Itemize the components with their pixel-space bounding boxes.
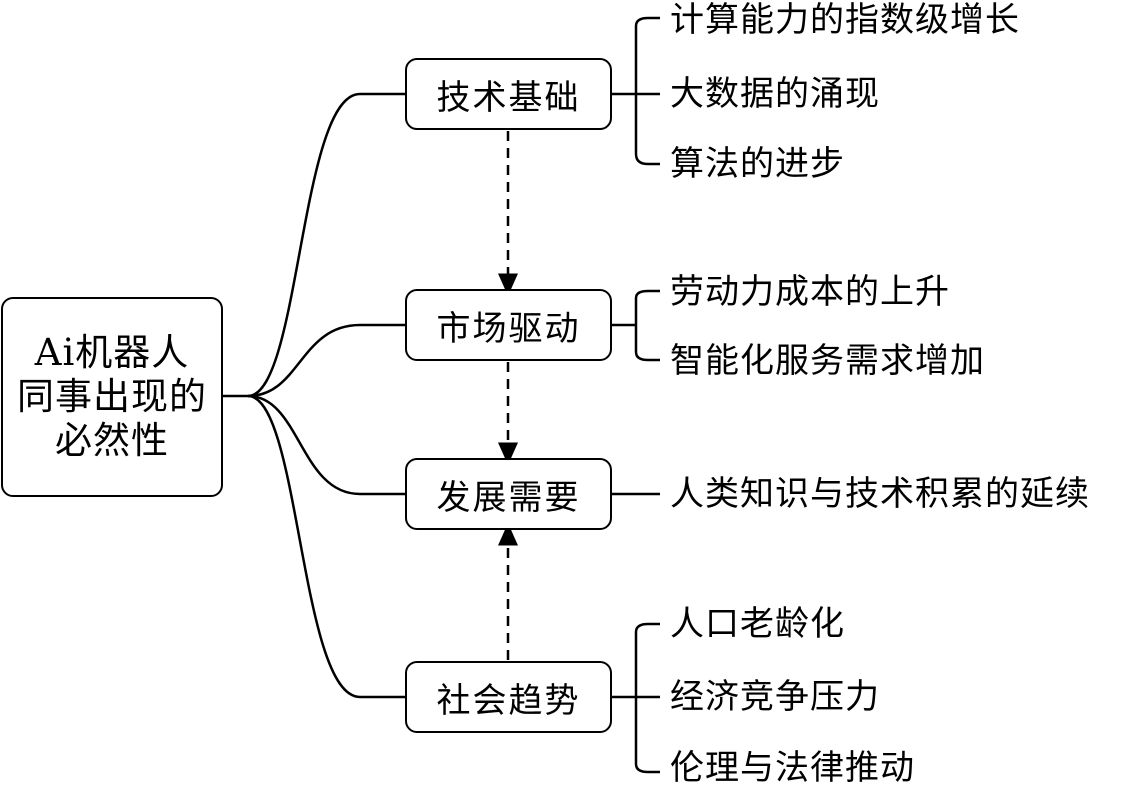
leaf-item: 经济竞争压力: [670, 677, 880, 717]
leaf-item: 算法的进步: [670, 144, 845, 184]
root-to-branch-3: [247, 394, 405, 496]
branch-label: 社会趋势: [436, 680, 581, 721]
branch-node-development-need: 发展需要: [405, 458, 612, 530]
root-to-branch-2: [247, 323, 405, 398]
bracket-2: [612, 289, 660, 362]
leaf-item: 计算能力的指数级增长: [670, 0, 1020, 40]
leaf-item: 智能化服务需求增加: [670, 341, 985, 381]
root-to-branch-4: [247, 394, 405, 699]
branch-node-tech-foundation: 技术基础: [405, 58, 612, 130]
bracket-1: [612, 16, 660, 166]
root-line-1: Ai机器人: [34, 331, 190, 374]
root-to-branch-1: [223, 92, 405, 398]
leaf-item: 伦理与法律推动: [670, 748, 915, 788]
branch-label: 技术基础: [436, 77, 581, 118]
branch-label: 发展需要: [436, 477, 581, 518]
leaf-item: 人类知识与技术积累的延续: [670, 474, 1090, 514]
leaf-item: 劳动力成本的上升: [670, 272, 950, 312]
root-line-2: 同事出现的: [17, 375, 207, 418]
branch-label: 市场驱动: [436, 308, 581, 349]
bracket-4: [612, 622, 660, 774]
branch-node-market-drive: 市场驱动: [405, 289, 612, 361]
branch-node-social-trend: 社会趋势: [405, 661, 612, 733]
leaf-item: 大数据的涌现: [670, 74, 880, 114]
root-node: Ai机器人 同事出现的 必然性: [1, 297, 223, 497]
leaf-item: 人口老龄化: [670, 604, 845, 644]
root-line-3: 必然性: [55, 419, 169, 462]
